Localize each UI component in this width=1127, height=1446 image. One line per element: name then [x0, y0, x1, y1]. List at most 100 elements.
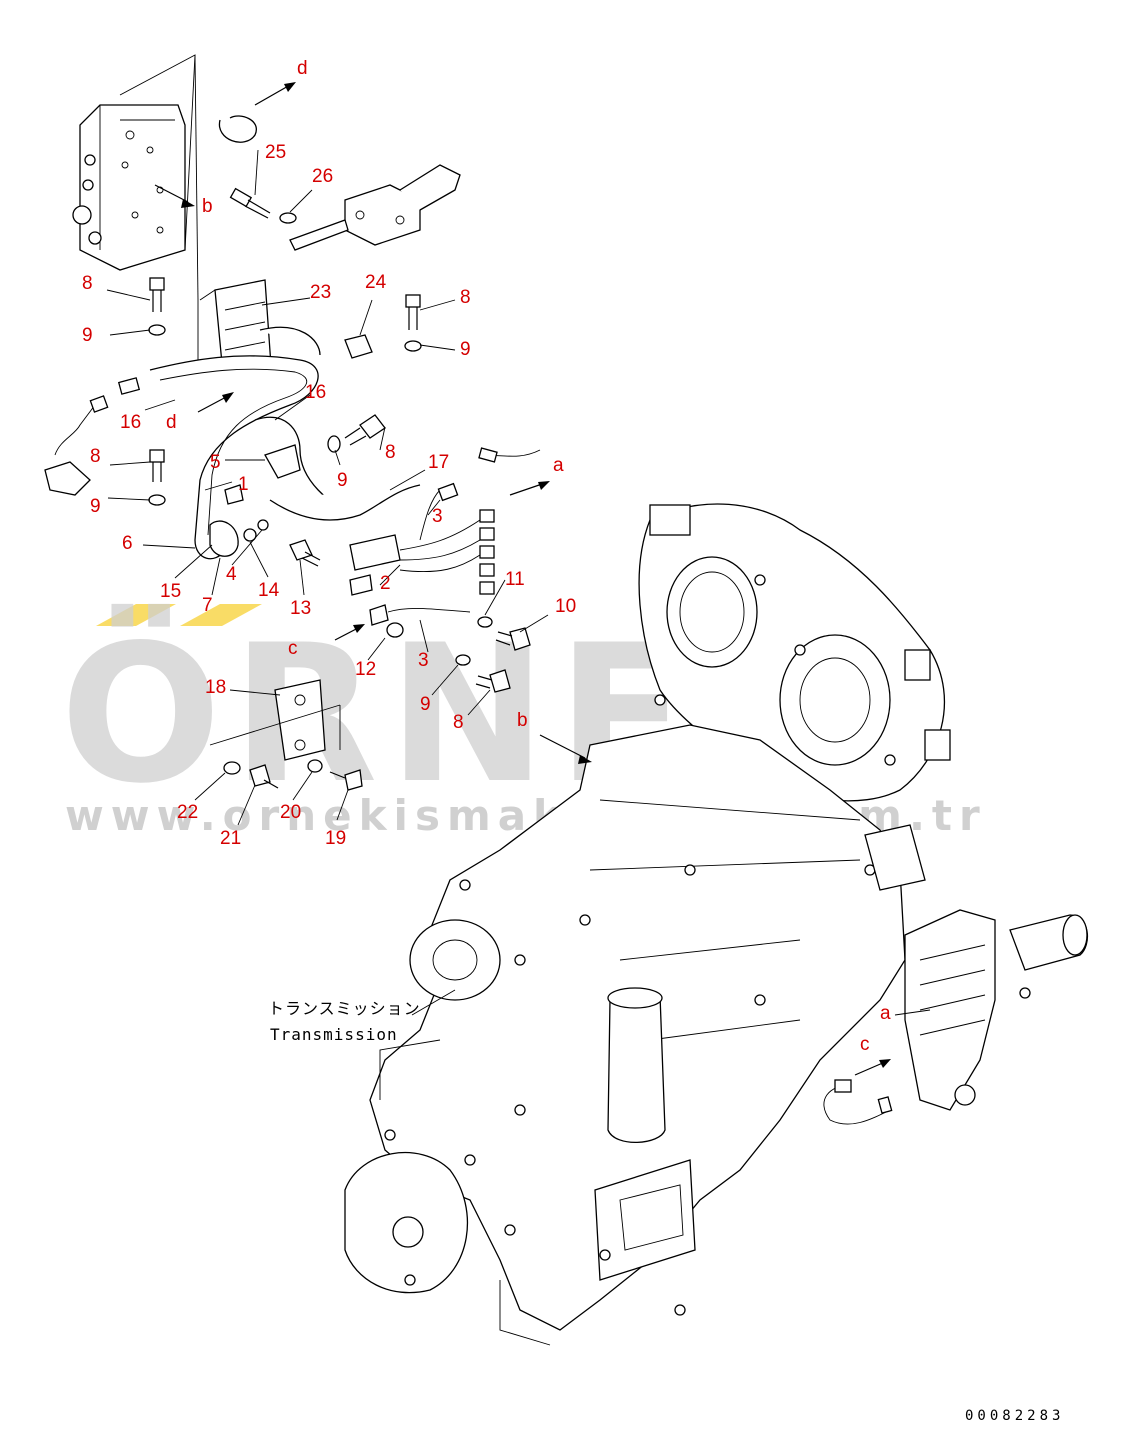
callout-3-b: 3	[418, 650, 429, 671]
callout-2: 2	[380, 573, 391, 594]
bolt-8-lower	[475, 669, 511, 693]
callout-10: 10	[555, 596, 576, 617]
callout-9-b: 9	[460, 339, 471, 360]
clamp-5	[264, 444, 301, 479]
bolt-25	[229, 187, 271, 219]
callout-9-a: 9	[82, 325, 93, 346]
callout-13: 13	[290, 598, 311, 619]
component-label-jp: トランスミッション	[268, 999, 421, 1018]
spacer-24	[344, 334, 373, 359]
watermark-accent-left	[96, 604, 176, 626]
control-valve-block	[72, 54, 199, 301]
ref-arrow-b-valve	[154, 184, 195, 208]
callout-8-c: 8	[90, 446, 101, 467]
component-label-en: Transmission	[270, 1025, 398, 1044]
ref-arrow-b-housing	[539, 734, 592, 764]
ref-d-mid: d	[166, 412, 177, 433]
callout-16-b: 16	[305, 382, 326, 403]
callout-9-d: 9	[337, 470, 348, 491]
callout-18: 18	[205, 677, 226, 698]
ref-arrow-c-left	[334, 624, 365, 641]
callout-24: 24	[365, 272, 387, 293]
seal-4	[257, 519, 269, 531]
ref-a-right: a	[880, 1003, 891, 1024]
callout-8-e: 8	[453, 712, 464, 733]
harness-17	[349, 447, 541, 595]
washer-11	[477, 616, 493, 628]
washer-9-lower	[455, 654, 471, 666]
bolt-21	[249, 764, 279, 789]
transmission-housing	[344, 503, 951, 1346]
bolt-8-right-upper	[405, 294, 421, 330]
ref-b-top: b	[202, 196, 213, 217]
bolt-8-left-upper	[149, 277, 165, 312]
hose-assembly	[149, 355, 421, 560]
reference-letters: d b d a c b a c	[166, 58, 891, 1055]
callout-3-a: 3	[432, 506, 443, 527]
callout-1: 1	[238, 474, 249, 495]
callout-25: 25	[265, 142, 286, 163]
clamp-ring	[218, 115, 257, 143]
clip-small	[224, 484, 244, 505]
solenoid-valve	[289, 164, 461, 251]
bolt-19	[329, 769, 363, 791]
callout-26: 26	[312, 166, 333, 187]
wire-lower	[387, 607, 471, 613]
bolt-10	[495, 627, 531, 651]
connector-c	[369, 604, 389, 626]
washer-9-left-upper	[148, 324, 166, 336]
callout-23: 23	[310, 282, 331, 303]
leader-a-right	[894, 1009, 931, 1016]
callout-19: 19	[325, 828, 346, 849]
callout-15: 15	[160, 581, 181, 602]
valve-assembly-right	[823, 909, 1089, 1125]
washer-22	[223, 761, 241, 775]
washer-20	[307, 759, 323, 773]
ref-arrow-d-manifold	[197, 392, 234, 413]
callout-8-b: 8	[460, 287, 471, 308]
washer-9-angled	[327, 435, 341, 453]
bolt-13	[289, 539, 321, 567]
callout-7: 7	[202, 595, 213, 616]
washer-14	[243, 528, 257, 542]
callout-21: 21	[220, 828, 241, 849]
ref-a-top: a	[553, 455, 564, 476]
callout-22: 22	[177, 802, 198, 823]
bolt-8-angled	[344, 414, 386, 446]
connector-16	[117, 377, 141, 395]
ref-c-left: c	[288, 638, 298, 659]
speed-sensor-left	[44, 395, 109, 496]
washer-9-mid	[148, 494, 166, 506]
ref-b-housing: b	[517, 710, 528, 731]
bolt-8-mid	[149, 449, 165, 482]
callout-5: 5	[210, 452, 221, 473]
drawing-code: 00082283	[965, 1408, 1064, 1424]
callout-12: 12	[355, 659, 376, 680]
grommet-12	[386, 622, 404, 638]
callout-8-d: 8	[385, 442, 396, 463]
connector-2	[349, 574, 373, 596]
ref-c-right: c	[860, 1034, 870, 1055]
ref-arrow-d-top	[254, 82, 296, 106]
callout-20: 20	[280, 802, 301, 823]
watermark-accent-right	[180, 604, 262, 626]
ref-arrow-a-left	[509, 481, 550, 496]
ref-d-top: d	[297, 58, 308, 79]
bracket-18	[209, 679, 341, 761]
callout-14: 14	[258, 580, 280, 601]
callout-9-c: 9	[90, 496, 101, 517]
callout-16-a: 16	[120, 412, 141, 433]
ref-arrow-c-right	[854, 1059, 891, 1076]
callout-9-e: 9	[420, 694, 431, 715]
callout-17: 17	[428, 452, 449, 473]
washer-9-right-upper	[404, 340, 422, 352]
callout-numbers: 25 26 8 9 23 24 8 9 16 16 8 9 8 9 5 17 1…	[82, 142, 576, 849]
grommet-15	[209, 520, 239, 557]
callout-11: 11	[505, 569, 525, 590]
callout-4: 4	[226, 564, 237, 585]
callout-leaders	[106, 149, 549, 1016]
callout-8-a: 8	[82, 273, 93, 294]
callout-6: 6	[122, 533, 133, 554]
